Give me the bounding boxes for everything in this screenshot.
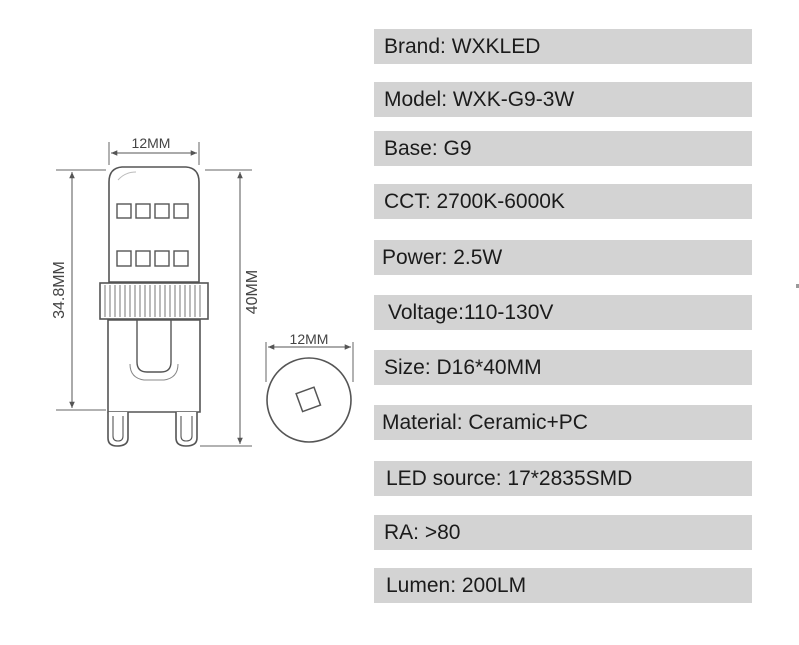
spec-size: Size: D16*40MM	[374, 350, 752, 385]
led-chips-lower	[116, 250, 189, 267]
spec-voltage: Voltage:110-130V	[374, 295, 752, 330]
dimension-top-width: 12MM	[108, 135, 200, 165]
spec-model: Model: WXK-G9-3W	[374, 82, 752, 117]
spec-lumen: Lumen: 200LM	[374, 568, 752, 603]
total-height-label: 40MM	[244, 270, 261, 314]
bulb-end-view: 12MM	[265, 331, 354, 443]
spec-cct: CCT: 2700K-6000K	[374, 184, 752, 219]
bulb-collar	[99, 282, 209, 320]
dimension-body-height: 34.8MM	[51, 169, 106, 411]
end-view-label: 12MM	[290, 331, 329, 347]
spec-power: Power: 2.5W	[374, 240, 752, 275]
bulb-side-view	[99, 166, 209, 447]
dimension-total-height: 40MM	[200, 169, 261, 447]
spec-ra: RA: >80	[374, 515, 752, 550]
led-chips-upper	[116, 203, 189, 219]
spec-material: Material: Ceramic+PC	[374, 405, 752, 440]
spec-brand: Brand: WXKLED	[374, 29, 752, 64]
spec-base: Base: G9	[374, 131, 752, 166]
end-view-led-chip	[295, 386, 322, 413]
width-top-label: 12MM	[132, 135, 171, 151]
body-height-label: 34.8MM	[51, 261, 68, 319]
edge-mark	[796, 284, 799, 288]
bulb-base	[107, 319, 201, 413]
bulb-pins	[107, 412, 198, 447]
bulb-dimension-diagram: 12MM 34.8MM 40MM 12MM	[51, 135, 354, 447]
spec-led-source: LED source: 17*2835SMD	[374, 461, 752, 496]
